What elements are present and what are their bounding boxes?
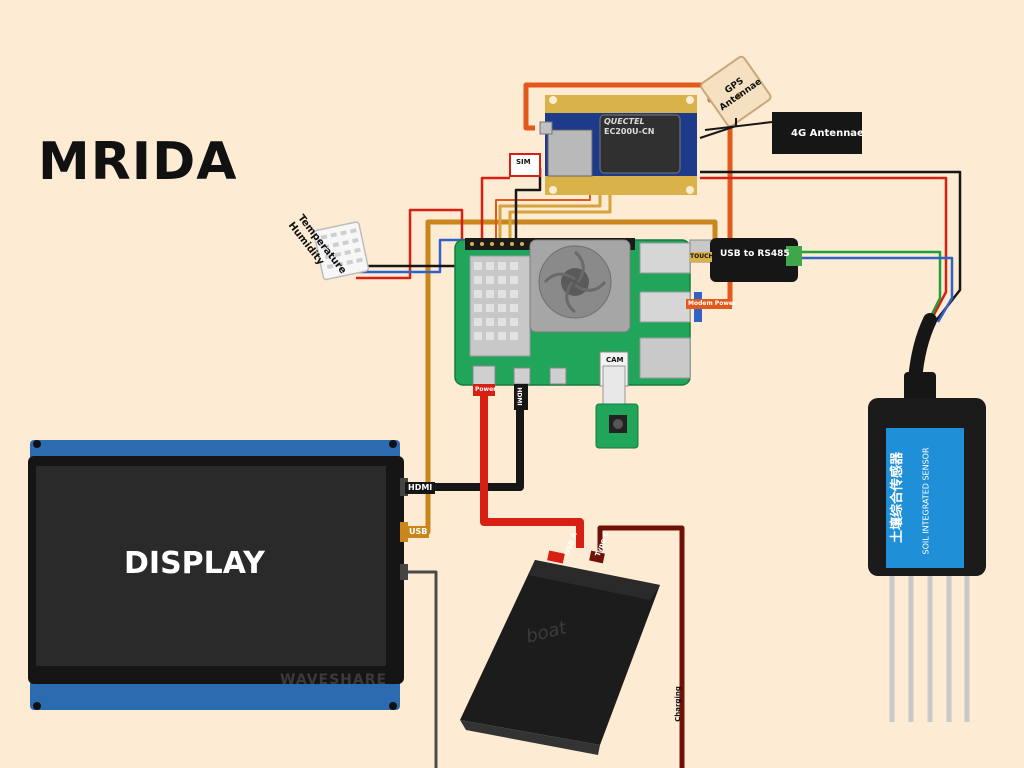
wire-display-power <box>405 570 438 768</box>
wire-soil-red <box>700 176 948 323</box>
antenna-4g <box>704 112 862 154</box>
soil-sensor-cn: 土壤综合传感器 <box>890 451 906 544</box>
wire-charging <box>597 525 685 768</box>
sim-tag <box>509 153 541 177</box>
gps-antenna <box>700 55 772 128</box>
modem-chip-brand: QUECTEL <box>604 117 645 126</box>
soil-sensor-en: SOIL INTEGRATED SENSOR <box>921 447 931 555</box>
charging-label: Charging <box>673 686 682 722</box>
display-brand: WAVESHARE <box>280 672 388 688</box>
power-port-label: Power <box>475 386 497 393</box>
antenna-4g-label: 4G Antennae <box>791 128 864 139</box>
hdmi-pi-label: HDMI <box>515 387 523 406</box>
usb-display-label: USB <box>409 527 428 536</box>
wire-soil-green <box>800 250 942 323</box>
usb-rs485-label: USB to RS485 <box>720 249 790 259</box>
wire-hdmi <box>405 390 524 491</box>
port-tags <box>405 252 732 538</box>
modem-board <box>539 95 697 195</box>
display-label: DISPLAY <box>124 546 265 581</box>
raspberry-pi <box>454 238 702 387</box>
wire-sim-red <box>480 176 510 246</box>
soil-sensor <box>868 313 986 722</box>
hdmi-display-label: HDMI <box>408 483 433 492</box>
display-panel <box>28 440 408 710</box>
touch-port-label: TOUCH <box>690 253 714 260</box>
wire-sim-black <box>514 168 542 246</box>
modem-chip-model: EC200U-CN <box>604 127 655 136</box>
page-title: MRIDA <box>38 132 238 192</box>
camera-label: CAM <box>606 356 624 364</box>
power-bank <box>460 550 660 755</box>
wire-soil-blue <box>800 256 954 323</box>
temp-humidity-sensor <box>313 221 370 281</box>
wire-sensor-blue <box>356 238 470 274</box>
wire-sensor-red <box>356 208 464 280</box>
sim-label: SIM <box>516 158 531 166</box>
wire-power <box>480 390 584 548</box>
modem-power-label: Modem Power <box>688 300 736 307</box>
camera-module <box>595 365 639 449</box>
